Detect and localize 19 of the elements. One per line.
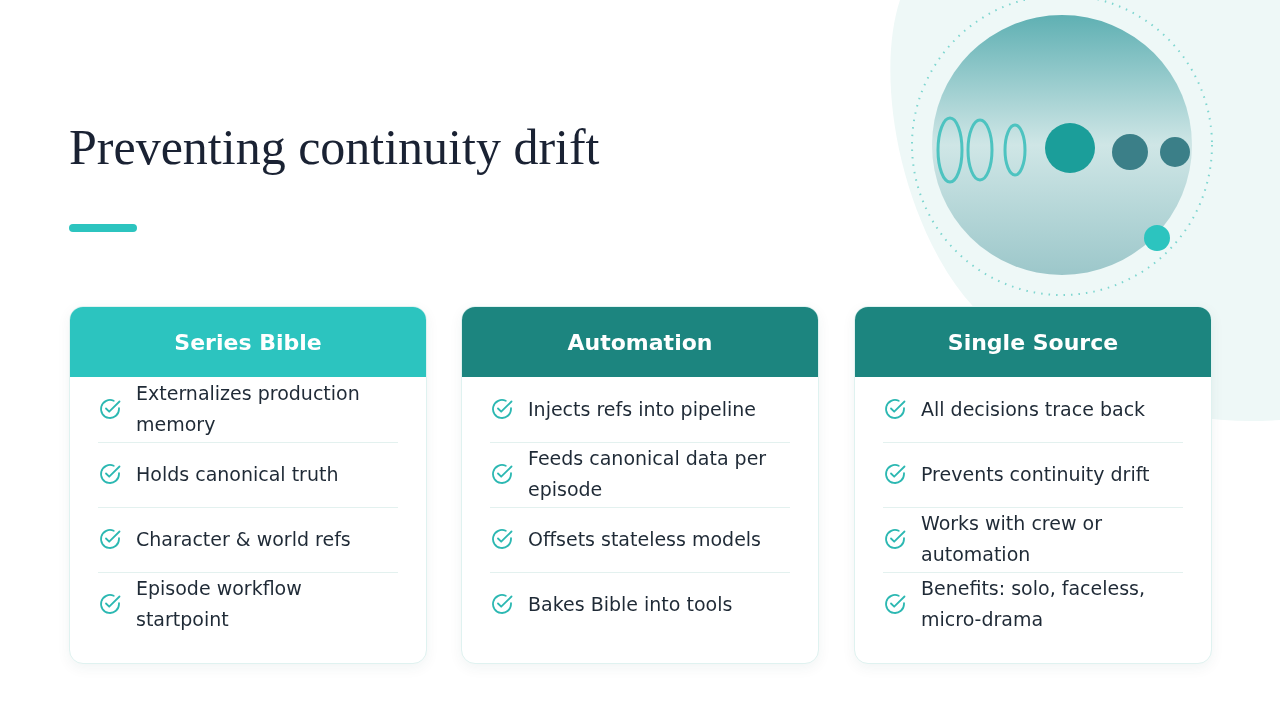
card-background	[461, 306, 819, 664]
list-item-text: Benefits: solo, faceless, micro-drama	[921, 576, 1146, 632]
card-header: Automation	[462, 307, 818, 377]
list-item-text: Externalizes production memory	[136, 381, 361, 437]
list-item-text: Feeds canonical data per episode	[528, 446, 768, 502]
list-item-text: Holds canonical truth	[136, 461, 340, 487]
list-item-text: Bakes Bible into tools	[528, 591, 734, 617]
card-background	[69, 306, 427, 664]
card-header: Single Source	[855, 307, 1211, 377]
list-item-text: All decisions trace back	[921, 396, 1147, 422]
list-item-text: Injects refs into pipeline	[528, 396, 757, 422]
list-item-text: Character & world refs	[136, 526, 352, 552]
slide-title: Preventing continuity drift	[69, 118, 600, 176]
list-item-text: Prevents continuity drift	[921, 461, 1151, 487]
card-header: Series Bible	[70, 307, 426, 377]
card-background	[854, 306, 1212, 664]
list-item-text: Episode workflow startpoint	[136, 576, 303, 632]
list-item-text: Works with crew or automation	[921, 511, 1103, 567]
list-item-text: Offsets stateless models	[528, 526, 763, 552]
